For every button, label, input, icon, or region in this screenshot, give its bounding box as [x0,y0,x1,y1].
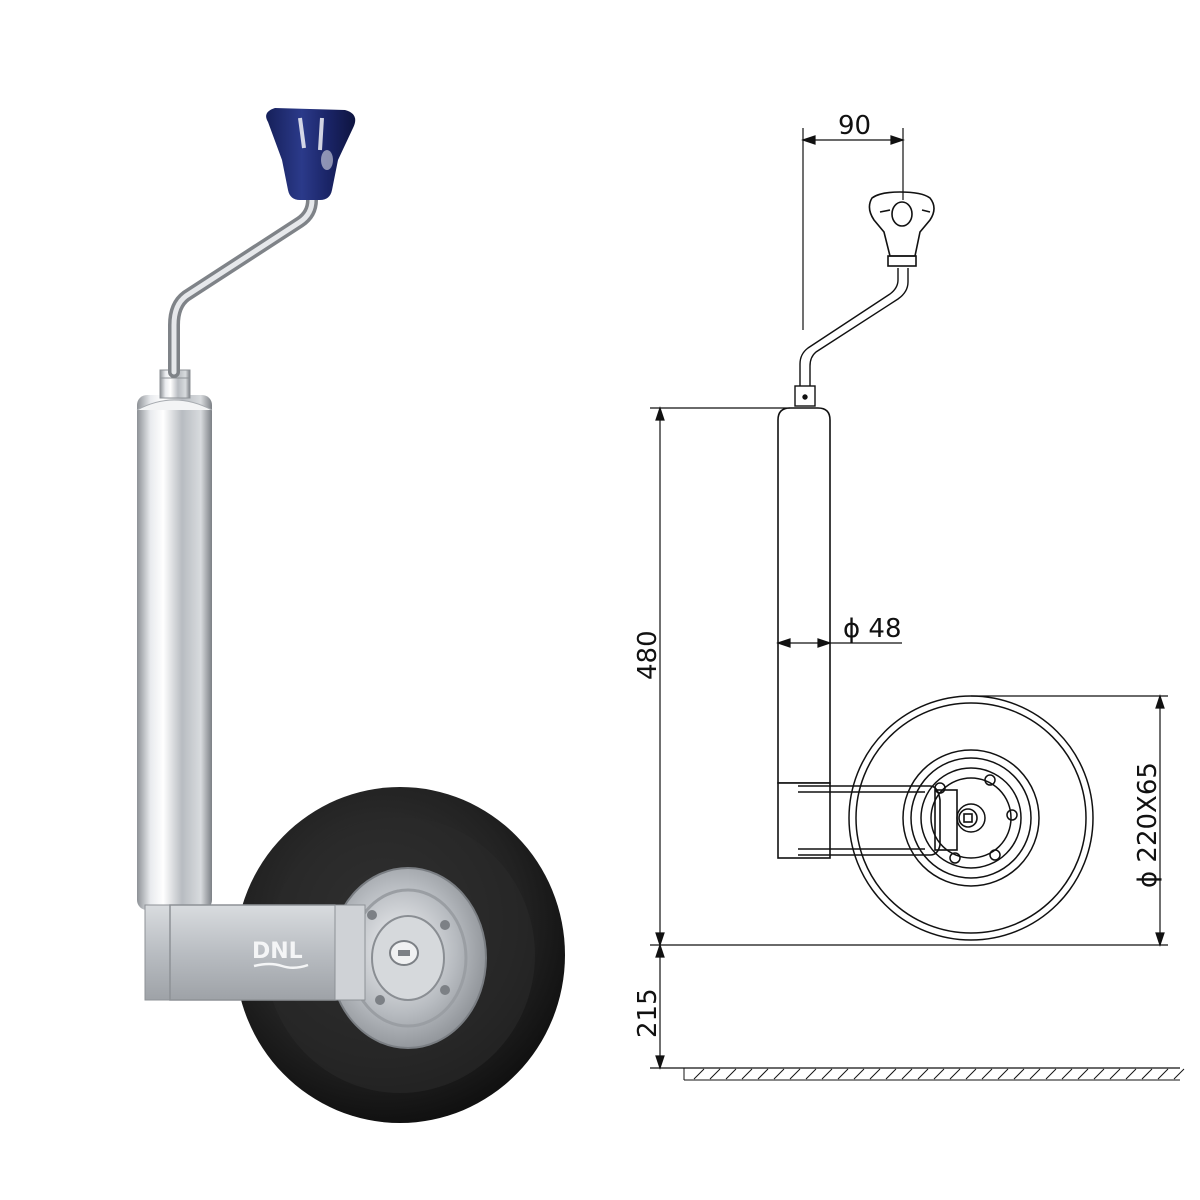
hatch-stroke [949,1068,961,1080]
hatch-stroke [1061,1068,1073,1080]
hatch-stroke [709,1068,721,1080]
dim-handle-offset: 90 [801,111,905,330]
hatch-stroke [853,1068,865,1080]
drawing-knob [868,191,935,267]
svg-text:DNL: DNL [252,939,303,964]
hatch-stroke [1013,1068,1025,1080]
hatch-stroke [917,1068,929,1080]
crank-handle [168,190,318,378]
hatch-stroke [1141,1068,1153,1080]
hatch-stroke [1077,1068,1089,1080]
hatch-stroke [757,1068,769,1080]
hatch-stroke [789,1068,801,1080]
wheel-bracket [144,904,419,1001]
dim-height-label: 480 [633,630,663,680]
drawing-crank [794,268,909,407]
hatch-stroke [1173,1068,1185,1080]
hatch-stroke [933,1068,945,1080]
hatch-stroke [1029,1068,1041,1080]
hatch-stroke [725,1068,737,1080]
technical-drawing: 90 ϕ 48 [633,111,1185,1081]
hatch-stroke [901,1068,913,1080]
ground-hatch [683,1068,1185,1081]
hatch-stroke [965,1068,977,1080]
brand-logo: DNL [252,939,309,969]
dim-tube-diameter: ϕ 48 [776,614,902,648]
drawing-tube [777,407,831,784]
dim-ground-clearance: 215 [633,943,1180,1070]
hatch-stroke [1125,1068,1137,1080]
hatch-stroke [1093,1068,1105,1080]
dim-ground-clearance-label: 215 [633,988,663,1038]
hatch-stroke [821,1068,833,1080]
hatch-stroke [805,1068,817,1080]
hatch-stroke [869,1068,881,1080]
dim-height: 480 [633,406,971,947]
hatch-stroke [741,1068,753,1080]
hatch-stroke [837,1068,849,1080]
dim-handle-offset-label: 90 [838,111,871,141]
hatch-stroke [1157,1068,1169,1080]
knob [266,108,356,200]
drawing-wheel [848,695,1094,941]
hatch-stroke [1045,1068,1057,1080]
hatch-stroke [773,1068,785,1080]
dim-tube-diameter-label: ϕ 48 [843,614,902,644]
drawing-bracket [777,782,978,859]
hatch-stroke [981,1068,993,1080]
dim-wheel-label: ϕ 220X65 [1133,762,1163,888]
product-photo: DNL [136,108,565,1123]
dim-wheel: ϕ 220X65 [971,694,1168,947]
hatch-stroke [885,1068,897,1080]
hatch-stroke [1109,1068,1121,1080]
hatch-stroke [693,1068,705,1080]
main-tube [136,395,213,910]
tube-collar [159,369,191,399]
hatch-stroke [997,1068,1009,1080]
